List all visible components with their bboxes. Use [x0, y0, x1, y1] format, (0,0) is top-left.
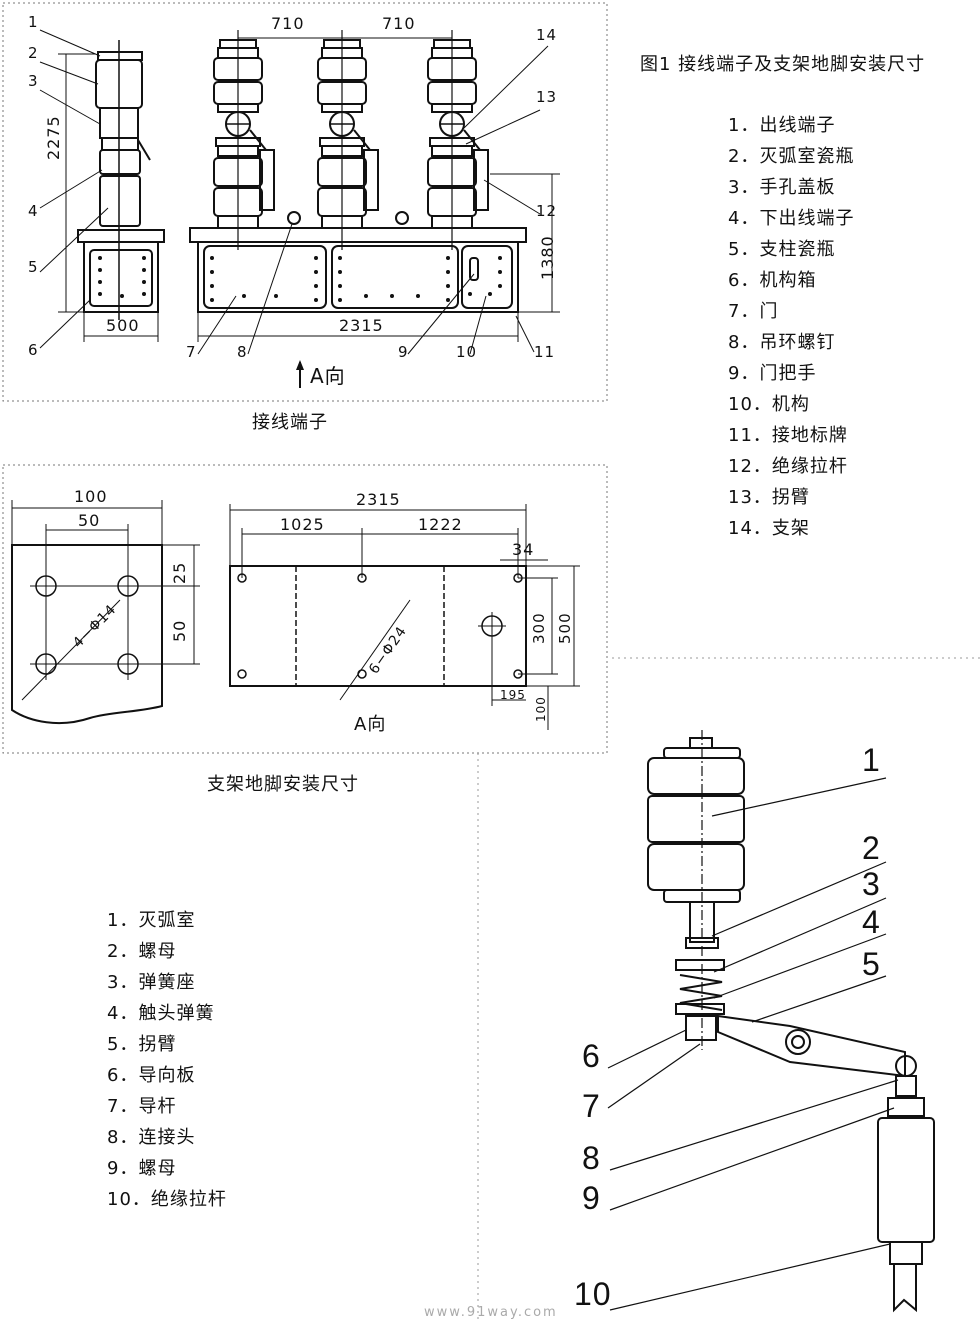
legend-fig1-item: 5．支柱瓷瓶: [728, 239, 836, 260]
mech-callout-5: 5: [862, 946, 881, 982]
dim-25: 25: [170, 561, 189, 584]
legend-fig1-item: 7．门: [728, 301, 779, 322]
legend-fig2-item: 5．拐臂: [107, 1034, 177, 1055]
legend-fig2-item: 4．触头弹簧: [107, 1003, 215, 1024]
dim-195: 195: [500, 688, 526, 702]
watermark: www.91way.com: [424, 1305, 558, 1320]
callout-14: 14: [536, 26, 558, 44]
top-dim-lines: [39, 29, 560, 388]
dim-34: 34: [512, 540, 535, 559]
view-a-plate: A向: [354, 714, 387, 735]
legend-fig1-item: 1．出线端子: [728, 115, 836, 136]
caption-terminal: 接线端子: [252, 412, 328, 433]
mech-callout-10: 10: [574, 1276, 612, 1312]
legend-fig1: 1．出线端子 2．灭弧室瓷瓶 3．手孔盖板 4．下出线端子 5．支柱瓷瓶 6．机…: [728, 110, 854, 544]
legend-fig2: 1．灭弧室 2．螺母 3．弹簧座 4．触头弹簧 5．拐臂 6．导向板 7．导杆 …: [107, 905, 227, 1215]
mech-callout-7: 7: [582, 1088, 601, 1124]
callout-11: 11: [534, 343, 556, 361]
fig1-title: 图1 接线端子及支架地脚安装尺寸: [640, 54, 926, 75]
legend-fig1-item: 2．灭弧室瓷瓶: [728, 146, 855, 167]
dim-2315-plate: 2315: [356, 490, 401, 509]
legend-fig2-item: 3．弹簧座: [107, 972, 196, 993]
legend-fig1-item: 4．下出线端子: [728, 208, 855, 229]
mech-callout-6: 6: [582, 1038, 601, 1074]
callout-3: 3: [28, 72, 39, 90]
view-a-label: A向: [310, 364, 346, 388]
callout-9: 9: [398, 343, 409, 361]
legend-fig2-item: 10．绝缘拉杆: [107, 1189, 227, 1210]
legend-fig1-item: 6．机构箱: [728, 270, 817, 291]
legend-fig2-item: 1．灭弧室: [107, 910, 196, 931]
legend-fig2-item: 7．导杆: [107, 1096, 177, 1117]
legend-fig2-item: 9．螺母: [107, 1158, 177, 1179]
legend-fig2-item: 8．连接头: [107, 1127, 196, 1148]
legend-fig2-item: 2．螺母: [107, 941, 177, 962]
large-footplate: [229, 504, 580, 730]
dim-500-v: 500: [556, 612, 574, 644]
mech-callout-3: 3: [862, 866, 881, 902]
callout-8: 8: [237, 343, 248, 361]
mechanism-drawing: [647, 730, 935, 1313]
callout-7: 7: [186, 343, 197, 361]
dim-100: 100: [74, 487, 108, 506]
legend-fig1-item: 3．手孔盖板: [728, 177, 836, 198]
legend-fig1-item: 13．拐臂: [728, 487, 810, 508]
dim-300: 300: [530, 612, 548, 644]
dim-1025: 1025: [280, 515, 325, 534]
callout-5: 5: [28, 258, 39, 276]
dim-50-h: 50: [78, 511, 101, 530]
callout-13: 13: [536, 88, 558, 106]
dim-710-left: 710: [271, 14, 305, 33]
mid-frame: [2, 464, 608, 754]
legend-fig1-item: 10．机构: [728, 394, 810, 415]
legend-fig2-item: 6．导向板: [107, 1065, 196, 1086]
callout-10: 10: [456, 343, 478, 361]
dim-50-v: 50: [170, 619, 189, 642]
mech-callout-9: 9: [582, 1180, 601, 1216]
dim-1222: 1222: [418, 515, 463, 534]
callout-1: 1: [28, 13, 39, 31]
dim-2275: 2275: [44, 115, 63, 160]
side-bolts: [98, 256, 146, 298]
legend-fig1-item: 14．支架: [728, 518, 810, 539]
caption-footplate: 支架地脚安装尺寸: [207, 774, 359, 795]
dim-2315: 2315: [339, 316, 384, 335]
callout-2: 2: [28, 44, 39, 62]
mech-callout-4: 4: [862, 904, 881, 940]
dim-100-v: 100: [534, 696, 548, 722]
legend-fig1-item: 8．吊环螺钉: [728, 332, 836, 353]
legend-fig1-item: 12．绝缘拉杆: [728, 456, 848, 477]
dim-500: 500: [106, 316, 140, 335]
mech-callout-1: 1: [862, 742, 881, 778]
callout-4: 4: [28, 202, 39, 220]
mech-callout-2: 2: [862, 830, 881, 866]
callout-6: 6: [28, 341, 39, 359]
mech-leaders: [607, 777, 899, 1311]
mech-callout-8: 8: [582, 1140, 601, 1176]
front-view: [189, 30, 527, 313]
small-footplate: [11, 500, 200, 724]
side-view: [77, 40, 165, 320]
dim-710-right: 710: [382, 14, 416, 33]
callout-12: 12: [536, 202, 558, 220]
legend-fig1-item: 9．门把手: [728, 363, 817, 384]
top-frame: [2, 2, 608, 402]
dim-1380: 1380: [538, 235, 557, 280]
legend-fig1-item: 11．接地标牌: [728, 425, 848, 446]
